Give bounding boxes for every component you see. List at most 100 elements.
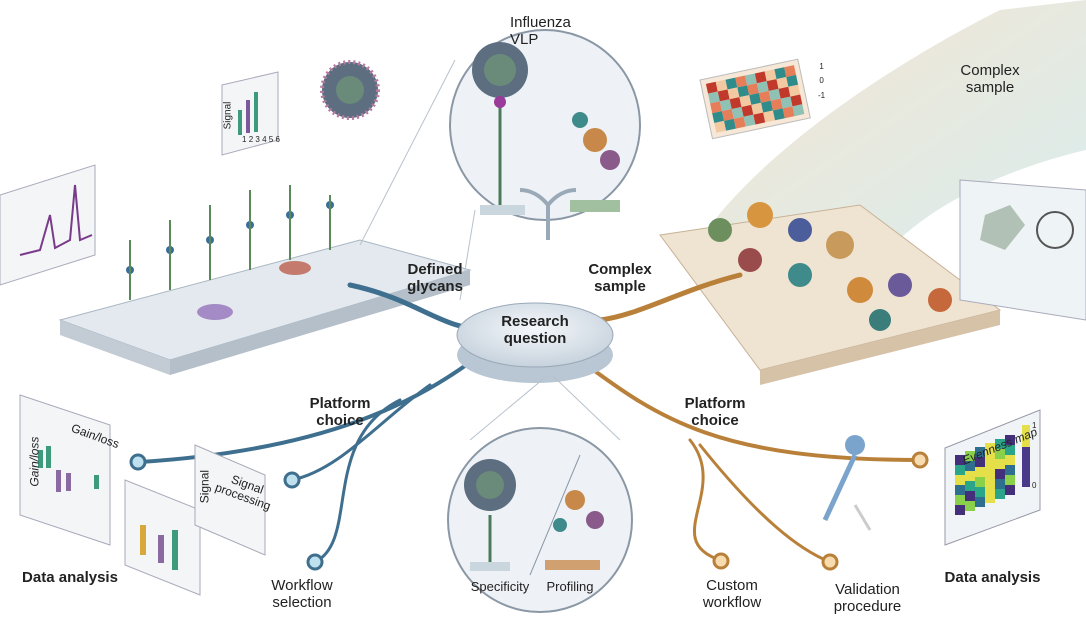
heatmap-cell [786,74,799,87]
evenness-cell [1005,445,1015,455]
evenness-cell [965,471,975,481]
evenness-map-panel [944,409,1041,546]
heatmap-cell [778,86,791,99]
heatmap-cell [747,83,759,96]
profiling-label: Profiling [546,579,594,594]
evenness-cell [975,457,985,467]
heatmap-cell [708,91,720,104]
heatmap-cell [782,106,795,119]
heatmap-cell [741,104,754,117]
evenness-cell [985,443,995,453]
top-signal-axis: Signal [222,101,234,130]
heatmap-cell [725,77,738,90]
evenness-cell [985,463,995,473]
evenness-cell [995,449,1005,459]
heatmap-cell [764,69,777,82]
heatmap-cell [754,71,767,84]
evenness-cell [995,439,1005,449]
evenness-cell [1005,455,1015,465]
evenness-cell [1005,435,1015,445]
platform-choice-right-label: Platform choice [684,395,746,429]
heatmap-cell [735,75,748,88]
heatmap-cell [719,99,732,112]
workflow-selection-label: Workflow selection [271,577,333,611]
branch-right-3 [698,443,832,564]
evenness-cell [1005,465,1015,475]
heatmap-cell [790,94,803,107]
evenness-cell [1005,475,1015,485]
evenness-cell [975,477,985,487]
top-inset-circle [359,29,641,301]
heatmap-cell [714,120,727,133]
influenza-vlp-label: Influenza VLP [510,14,571,48]
evenness-cell [1005,485,1015,495]
evenness-cell [975,487,985,497]
heatmap-cell [745,73,757,86]
evenness-cell [995,459,1005,469]
evenness-cell [975,447,985,457]
heatmap-cell [756,81,769,94]
heatmap-cell [751,102,764,115]
heatmap-cell [731,106,744,119]
heatmap-cell [772,108,785,121]
chromatogram-panel [0,164,96,286]
heatmap-cell [717,89,730,102]
gain-loss-panel [19,394,111,546]
heatmap-cell [721,109,734,121]
specificity-label: Specificity [470,579,530,594]
heatmap-cell [758,90,771,103]
heatmap-panel [699,58,811,140]
branch-right-main [578,358,922,462]
heatmap-cell [774,67,787,80]
evenness-cell [965,481,975,491]
connector-complex-sample [597,272,743,323]
evenness-cell [985,483,995,493]
evenness-cell [955,495,965,505]
evenness-cell [955,485,965,495]
evenness-cell [995,489,1005,499]
evenness-cell [985,453,995,463]
pipette-icon [822,435,872,531]
evenness-cell [955,465,965,475]
evenness-cell [955,505,965,515]
evenness-cell [975,467,985,477]
evenness-cell [995,469,1005,479]
evenness-cell [995,479,1005,489]
fingerprint-panel [959,179,1086,321]
heatmap-cell [724,118,736,131]
branch-left-2 [290,383,432,482]
research-question-label: Research question [501,313,569,347]
heatmap-cell [715,79,728,92]
heatmap-cell [784,65,797,77]
heatmap-cell [770,98,783,111]
heatmap-cell [733,116,746,129]
research-question-node [456,302,614,383]
platform-choice-left-label: Platform choice [309,395,371,429]
heatmap-cell [739,95,752,107]
branch-nodes [129,451,929,571]
heatmap-cell [776,76,789,89]
bottom-inset-circle [447,374,633,613]
defined-glycans-label: Defined glycans [407,261,463,295]
heatmap-cell [737,85,750,98]
heatmap-cell [792,104,805,117]
heatmap-cell [710,101,722,114]
custom-workflow-label: Custom workflow [702,577,762,611]
gain-loss-axis: Gain/loss [27,436,42,487]
complex-sample-flow [700,0,1086,260]
signal-axis: Signal [197,469,212,504]
complex-sample-flow-label: Complex sample [960,62,1020,96]
heatmap-cell [705,81,718,94]
heatmap-cell [712,111,725,123]
heatmap-cell [753,112,766,125]
evenness-cell [955,455,965,465]
signal-processing-panel [194,444,266,556]
complex-sample-slide [659,202,1002,385]
data-analysis-right-label: Data analysis [944,569,1041,586]
evenness-cell [965,491,975,501]
heatmap-cell [761,100,773,113]
heatmap-cell [768,88,781,101]
heatmap-cell [780,96,793,109]
bar-panel [124,479,201,596]
